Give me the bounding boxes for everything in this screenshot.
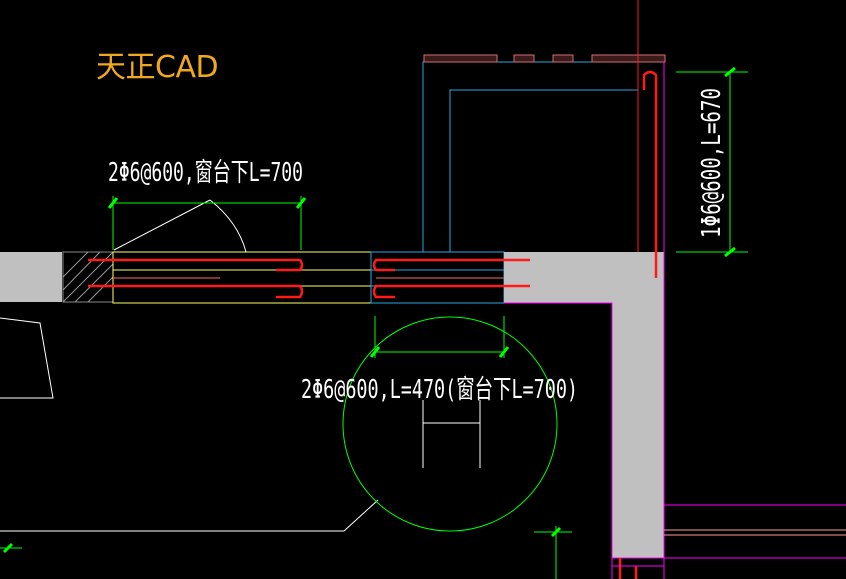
- roof-hatch-strips: [423, 54, 666, 63]
- detail-circle: [342, 316, 558, 532]
- dimension-lower-right: [0, 526, 572, 579]
- vertical-rebar-annotation: 1Φ6@600,L=670: [697, 88, 727, 238]
- top-rebar-annotation: 2Φ6@600,窗台下L=700: [108, 158, 303, 188]
- dimension-bottom: [369, 316, 510, 358]
- bottom-rebar-annotation: 2Φ6@600,L=470(窗台下L=700): [301, 375, 578, 405]
- leader-lines: [0, 199, 481, 532]
- brand-watermark: 天正CAD: [96, 50, 219, 85]
- dimension-vertical: [676, 66, 748, 258]
- left-wall-segment: [0, 252, 62, 302]
- right-wall-lines: [612, 0, 846, 567]
- rebar-lines: [88, 70, 658, 579]
- dimension-top: [107, 196, 307, 250]
